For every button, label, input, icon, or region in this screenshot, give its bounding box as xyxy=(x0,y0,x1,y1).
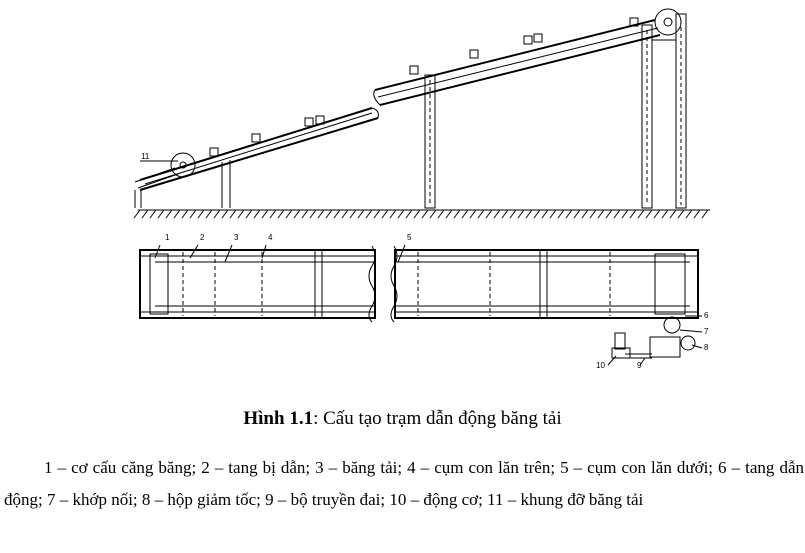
plan-view: 1 2 3 4 5 6 7 8 9 10 xyxy=(139,233,709,370)
figure-legend: 1 – cơ cấu căng băng; 2 – tang bị dẫn; 3… xyxy=(4,458,804,509)
part-label-10: 10 xyxy=(596,361,605,370)
part-label-1: 1 xyxy=(165,233,170,242)
figure-title: : Cấu tạo trạm dẫn động băng tải xyxy=(313,408,562,429)
side-view: 11 xyxy=(133,8,710,219)
part-label-2: 2 xyxy=(200,233,205,242)
conveyor-drawing: 11 xyxy=(133,8,710,370)
figure-caption: Hình 1.1: Cấu tạo trạm dẫn động băng tải xyxy=(0,408,805,430)
part-label-8: 8 xyxy=(704,343,709,352)
part-label-5: 5 xyxy=(407,233,412,242)
figure-label: Hình 1.1 xyxy=(243,408,314,429)
part-label-9: 9 xyxy=(637,361,642,370)
part-label-7: 7 xyxy=(704,327,709,336)
part-label-11: 11 xyxy=(141,152,150,161)
part-label-4: 4 xyxy=(268,233,273,242)
part-label-3: 3 xyxy=(234,233,239,242)
part-label-6: 6 xyxy=(704,311,709,320)
